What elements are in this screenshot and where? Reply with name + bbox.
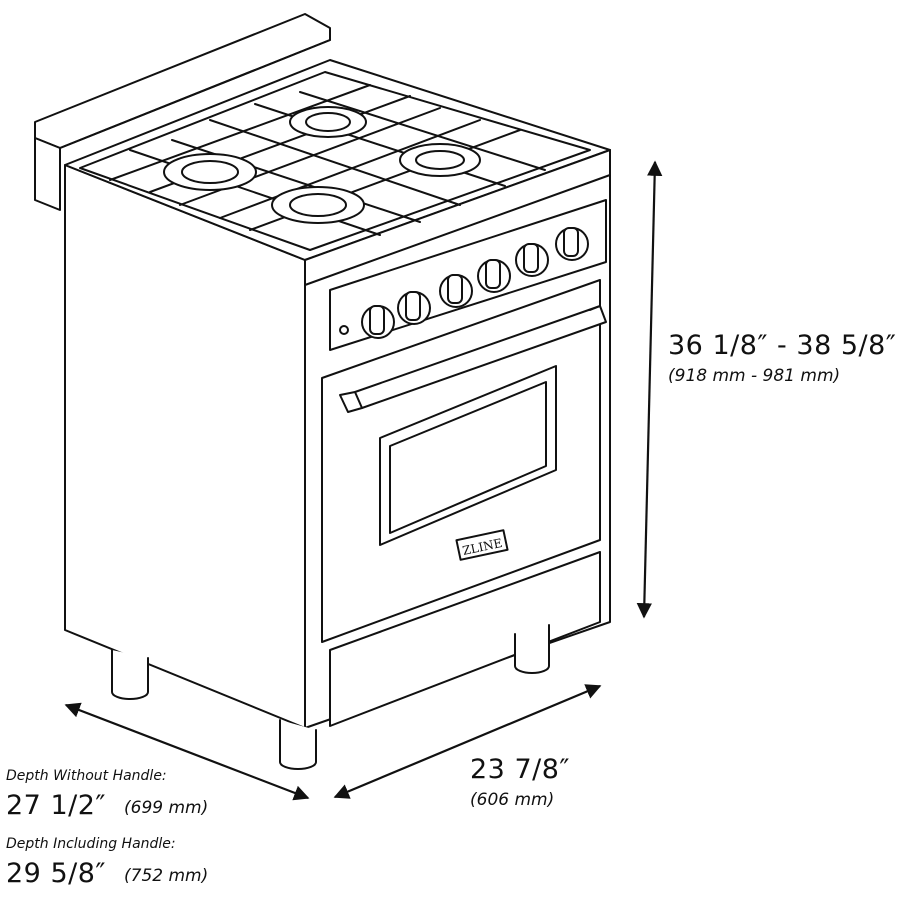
control-knobs [339,227,589,339]
depth-without-handle-metric: (699 mm) [124,798,209,818]
kick-plate [329,551,601,727]
depth-arrow [64,702,310,801]
oven-window [379,365,557,546]
width-metric: (606 mm) [470,790,555,810]
height-imperial: 36 1/8″ - 38 5/8″ [668,330,897,361]
knob-1 [361,305,395,339]
knob-4 [477,259,511,293]
burners [163,106,481,224]
width-imperial: 23 7/8″ [470,754,570,785]
depth-including-handle-metric: (752 mm) [124,866,209,886]
width-arrow [333,684,602,799]
side-panel [64,164,306,729]
ignition-light [339,325,349,335]
height-metric: (918 mm - 981 mm) [668,366,841,386]
depth-without-handle-imperial: 27 1/2″ [6,790,106,821]
backguard [34,13,331,211]
depth-including-handle-imperial: 29 5/8″ [6,858,106,889]
oven-handle [339,305,607,413]
depth-including-handle-caption: Depth Including Handle: [6,836,176,852]
knob-6 [555,227,589,261]
brand-badge [455,529,509,561]
knob-2 [397,291,431,325]
depth-without-handle-caption: Depth Without Handle: [6,768,167,784]
knob-3 [439,274,473,308]
height-arrow [636,160,663,619]
knob-5 [515,243,549,277]
